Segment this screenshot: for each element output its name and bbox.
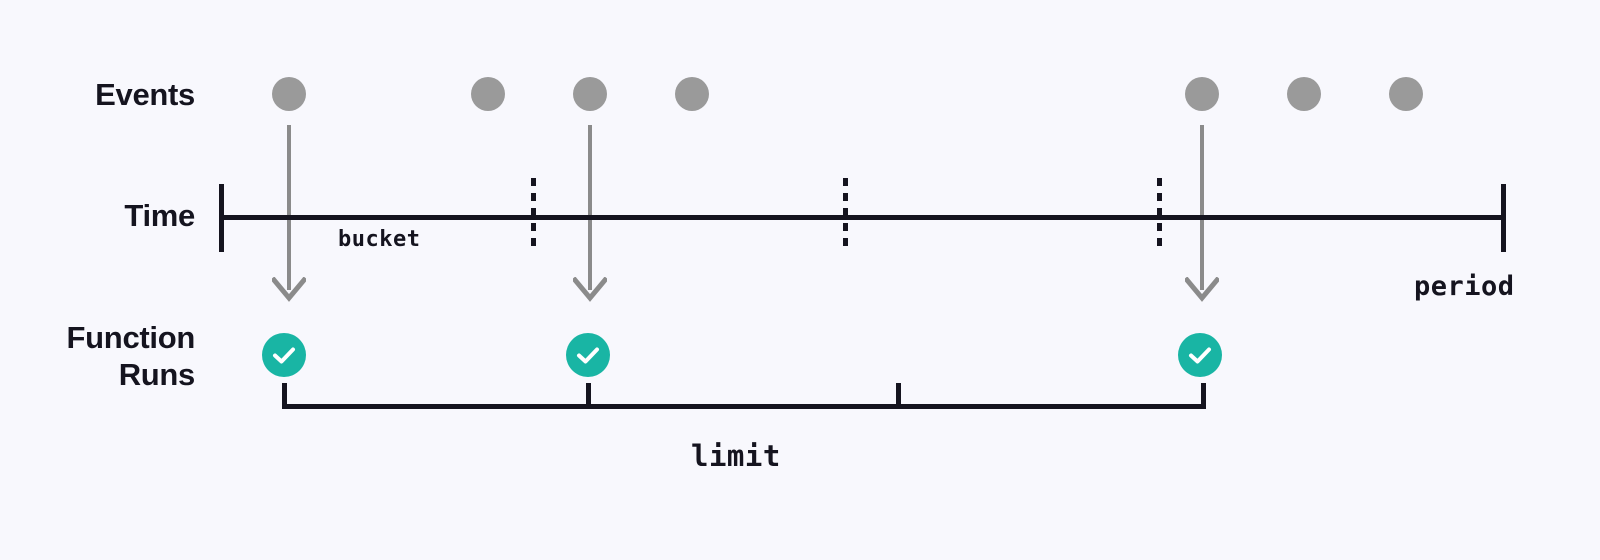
event-to-run-connector xyxy=(287,125,291,290)
function-run-success xyxy=(262,333,306,377)
function-run-success xyxy=(566,333,610,377)
event-dot xyxy=(1389,77,1423,111)
event-dot xyxy=(573,77,607,111)
limit-bracket-tick xyxy=(586,383,591,407)
arrow-down-icon xyxy=(1183,276,1221,303)
event-dot xyxy=(675,77,709,111)
event-dot xyxy=(471,77,505,111)
event-dot xyxy=(272,77,306,111)
arrow-down-icon xyxy=(571,276,609,303)
period-annotation-label: period xyxy=(1414,271,1515,302)
function-run-success xyxy=(1178,333,1222,377)
limit-bracket-tick xyxy=(1201,383,1206,407)
row-label-time: Time xyxy=(124,198,195,233)
event-to-run-connector xyxy=(588,125,592,290)
bucket-annotation-label: bucket xyxy=(338,227,421,252)
row-label-events: Events xyxy=(95,77,195,112)
event-to-run-connector xyxy=(1200,125,1204,290)
arrow-down-icon xyxy=(270,276,308,303)
row-label-function-runs: Function Runs xyxy=(66,320,196,392)
time-axis-line xyxy=(223,215,1505,220)
check-icon xyxy=(273,347,295,364)
limit-annotation-label: limit xyxy=(691,439,781,473)
limit-bracket-tick xyxy=(282,383,287,407)
time-axis-end-cap xyxy=(1501,184,1506,252)
event-dot xyxy=(1185,77,1219,111)
check-icon xyxy=(1189,347,1211,364)
check-icon xyxy=(577,347,599,364)
limit-bracket xyxy=(282,404,1206,409)
event-dot xyxy=(1287,77,1321,111)
bucket-divider xyxy=(531,178,536,246)
limit-bracket-tick xyxy=(896,383,901,407)
time-axis-start-cap xyxy=(219,184,224,252)
bucket-divider xyxy=(843,178,848,246)
bucket-divider xyxy=(1157,178,1162,246)
